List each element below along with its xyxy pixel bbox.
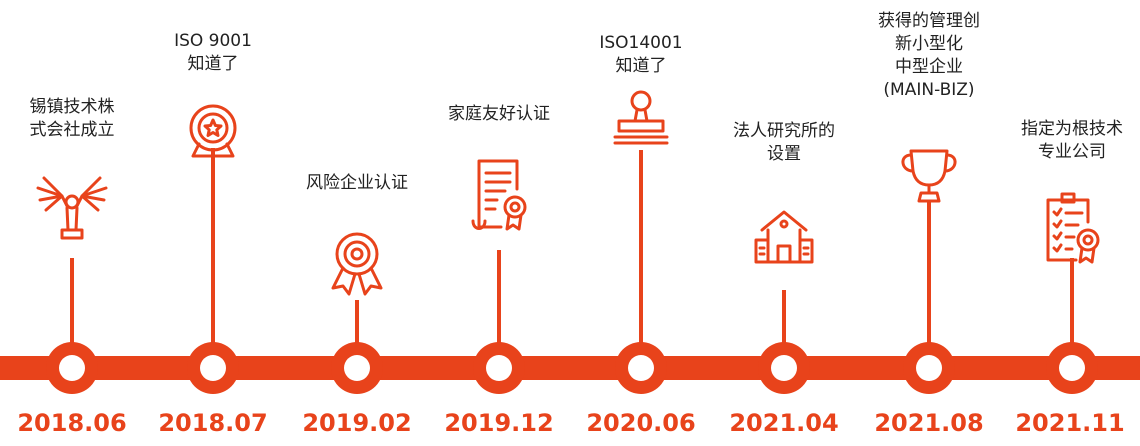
timeline-node-center (1059, 355, 1085, 381)
milestone-label-line: 知道了 (187, 54, 239, 74)
milestone-label-line: 设置 (767, 144, 801, 164)
timeline-node-center (344, 355, 370, 381)
timeline-node-center (916, 355, 942, 381)
building-icon (754, 210, 814, 264)
milestone-label: ISO14001 知道了 (556, 32, 726, 78)
milestone-label: ISO 9001 知道了 (128, 30, 298, 76)
milestone-label-line: 法人研究所的 (733, 121, 835, 141)
milestone-label-line: 专业公司 (1038, 142, 1106, 162)
timeline-axis (0, 356, 1140, 380)
milestone-date: 2020.06 (586, 409, 696, 437)
milestone-label: 家庭友好认证 (414, 103, 584, 126)
timeline-node-center (200, 355, 226, 381)
milestone-label-line: 新小型化 (895, 34, 963, 54)
milestone-label: 法人研究所的设置 (699, 120, 869, 166)
milestone-label-line: 家庭友好认证 (448, 104, 550, 124)
stamp-icon (613, 90, 669, 145)
trophy-cup-icon (901, 149, 957, 203)
milestone-label-line: 知道了 (615, 56, 667, 76)
milestone-label-line: 式会社成立 (29, 120, 115, 140)
milestone-date: 2018.07 (158, 409, 268, 437)
milestone-label: 获得的管理创新小型化中型企业 (MAIN-BIZ) (844, 10, 1014, 102)
milestone-label: 风险企业认证 (272, 172, 442, 195)
milestone-label-line: 风险企业认证 (306, 173, 408, 193)
milestone-label-line: 锡镇技术株 (29, 97, 115, 117)
timeline-node-center (59, 355, 85, 381)
milestone-label-line: 获得的管理创 (878, 11, 980, 31)
milestone-date: 2018.06 (17, 409, 127, 437)
star-medal-icon (189, 104, 237, 158)
milestone-label-line: ISO14001 (599, 33, 683, 53)
timeline-node-center (628, 355, 654, 381)
checklist-clipboard-icon (1046, 192, 1100, 264)
certificate-icon (471, 159, 527, 231)
milestone-label-line: ISO 9001 (174, 31, 252, 51)
milestone-label: 锡镇技术株式会社成立 (0, 96, 157, 142)
milestone-label-line: 指定为根技术 (1021, 119, 1123, 139)
timeline-node-center (486, 355, 512, 381)
milestone-date: 2021.04 (729, 409, 839, 437)
milestone-date: 2021.11 (1015, 409, 1125, 437)
award-rosette-icon (331, 232, 383, 296)
milestone-date: 2019.02 (302, 409, 412, 437)
milestone-label-line: (MAIN-BIZ) (883, 80, 975, 100)
milestone-label-line: 中型企业 (895, 57, 963, 77)
milestone-label: 指定为根技术专业公司 (987, 118, 1140, 164)
winged-trophy-icon (36, 176, 108, 240)
milestone-date: 2019.12 (444, 409, 554, 437)
milestone-date: 2021.08 (874, 409, 984, 437)
timeline-node-center (771, 355, 797, 381)
